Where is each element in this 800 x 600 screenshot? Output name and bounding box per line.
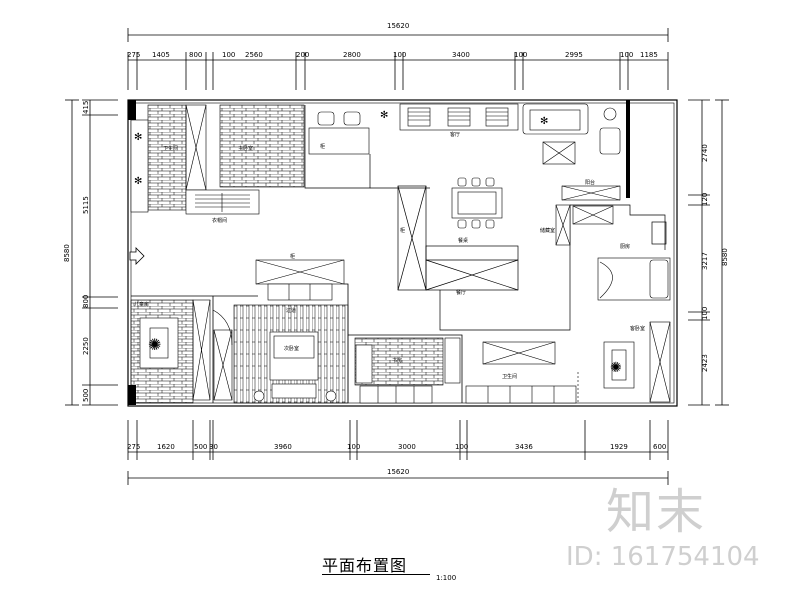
kitchen-walls xyxy=(570,204,667,250)
dim-bottom-seg: 1929 xyxy=(610,443,628,451)
entrance-arrow-icon xyxy=(129,247,145,265)
interior-walls-bottom xyxy=(131,283,463,403)
dim-right-seg: 120 xyxy=(701,193,709,206)
dim-left-seg: 5115 xyxy=(82,196,90,214)
room-label-closet: 衣帽间 xyxy=(212,217,227,224)
dim-top-seg: 800 xyxy=(189,51,202,59)
wardrobe-column-bottom xyxy=(192,299,233,401)
dim-left-seg: 800 xyxy=(82,295,90,308)
left-dimension-group xyxy=(65,99,118,406)
room-label-storage: 储藏室 xyxy=(540,227,555,234)
guest-bedroom-area xyxy=(603,321,671,403)
room-label-bedroom-2: 次卧室 xyxy=(284,345,299,352)
room-label-corridor: 过道 xyxy=(286,307,296,314)
rug-pattern-icon: ✺ xyxy=(148,335,161,354)
dim-bottom-seg: 3000 xyxy=(398,443,416,451)
plant-icon: ✻ xyxy=(134,176,142,187)
plan-title: 平面布置图 xyxy=(322,556,408,575)
kitchen-area xyxy=(555,185,671,301)
dim-top-total: 15620 xyxy=(387,22,409,30)
watermark-logo: 知末 xyxy=(606,484,707,540)
room-label-bathroom-2: 卫生间 xyxy=(502,373,517,380)
dim-left-seg: 500 xyxy=(82,389,90,402)
dim-right-seg: 100 xyxy=(701,307,709,320)
room-label-dining-table: 餐桌 xyxy=(458,237,468,244)
plant-icon: ✻ xyxy=(540,116,548,127)
dim-bottom-seg: 600 xyxy=(653,443,666,451)
dim-right-total: 8580 xyxy=(721,248,729,266)
room-label-cabinet: 柜 xyxy=(320,143,325,150)
dim-top-seg: 3400 xyxy=(452,51,470,59)
room-label-balcony: 阳台 xyxy=(585,179,595,186)
dim-bottom-seg: 3960 xyxy=(274,443,292,451)
dim-top-seg: 100 xyxy=(620,51,633,59)
plant-icon: ✻ xyxy=(380,110,388,121)
bottom-dimension-group xyxy=(127,420,669,485)
room-label-kitchen: 厨房 xyxy=(620,243,630,250)
rug-pattern-icon: ✺ xyxy=(610,360,622,376)
top-dimension-group xyxy=(127,28,669,90)
dim-right-seg: 2740 xyxy=(701,144,709,162)
room-label-master-bedroom: 主卧室 xyxy=(238,145,253,152)
dining-table xyxy=(451,177,503,229)
second-bedroom-area xyxy=(233,304,349,404)
title-underline xyxy=(322,574,430,575)
dim-left-seg: 2250 xyxy=(82,337,90,355)
living-area-furniture xyxy=(308,103,621,165)
dim-right-seg: 2423 xyxy=(701,354,709,372)
dim-bottom-seg: 100 xyxy=(347,443,360,451)
dim-bottom-seg: 30 xyxy=(209,443,218,451)
closet-unit xyxy=(185,189,260,215)
watermark-id: ID: 161754104 xyxy=(566,542,760,572)
dim-top-seg: 100 xyxy=(393,51,406,59)
right-dimension-group xyxy=(688,99,729,406)
room-label-bathroom-1: 卫生间 xyxy=(163,145,178,152)
dim-left-total: 8580 xyxy=(63,244,71,262)
dim-top-seg: 100 xyxy=(222,51,235,59)
dim-bottom-seg: 275 xyxy=(127,443,140,451)
dim-bottom-seg: 500 xyxy=(194,443,207,451)
dim-top-seg: 275 xyxy=(127,51,140,59)
room-label-guest-bedroom: 客卧室 xyxy=(630,325,645,332)
dim-bottom-seg: 3436 xyxy=(515,443,533,451)
study-area xyxy=(354,337,444,404)
room-label-cabinet: 柜 xyxy=(290,253,295,260)
dim-bottom-seg: 100 xyxy=(455,443,468,451)
kids-room-area xyxy=(130,299,194,404)
room-label-study: 书房 xyxy=(392,357,402,364)
dim-top-seg: 200 xyxy=(296,51,309,59)
wall-column xyxy=(128,100,136,120)
dim-right-seg: 3217 xyxy=(701,252,709,270)
wardrobe-column xyxy=(185,104,207,191)
room-label-living-room: 客厅 xyxy=(450,131,460,138)
dining-partition xyxy=(304,105,571,331)
wardrobe-top-bedroom xyxy=(255,259,345,301)
dim-top-seg: 2995 xyxy=(565,51,583,59)
dim-top-seg: 2560 xyxy=(245,51,263,59)
dim-top-seg: 1185 xyxy=(640,51,658,59)
wall-column xyxy=(626,100,630,198)
bathroom-1-area: ✻ ✻ 卫生间 xyxy=(130,104,187,213)
dim-top-seg: 1405 xyxy=(152,51,170,59)
dim-bottom-seg: 1620 xyxy=(157,443,175,451)
room-label-cabinet: 柜 xyxy=(400,227,405,234)
plan-scale: 1:100 xyxy=(436,574,457,582)
room-label-dining-room: 餐厅 xyxy=(456,289,466,296)
room-label-kids-room: 儿童房 xyxy=(134,301,149,308)
dim-left-seg: 415 xyxy=(82,101,90,114)
master-bedroom-area: 主卧室 xyxy=(219,104,305,188)
plant-icon: ✻ xyxy=(134,132,142,143)
dim-bottom-total: 15620 xyxy=(387,468,409,476)
dim-top-seg: 2800 xyxy=(343,51,361,59)
bathroom-2-area xyxy=(444,337,579,404)
dim-top-seg: 100 xyxy=(514,51,527,59)
